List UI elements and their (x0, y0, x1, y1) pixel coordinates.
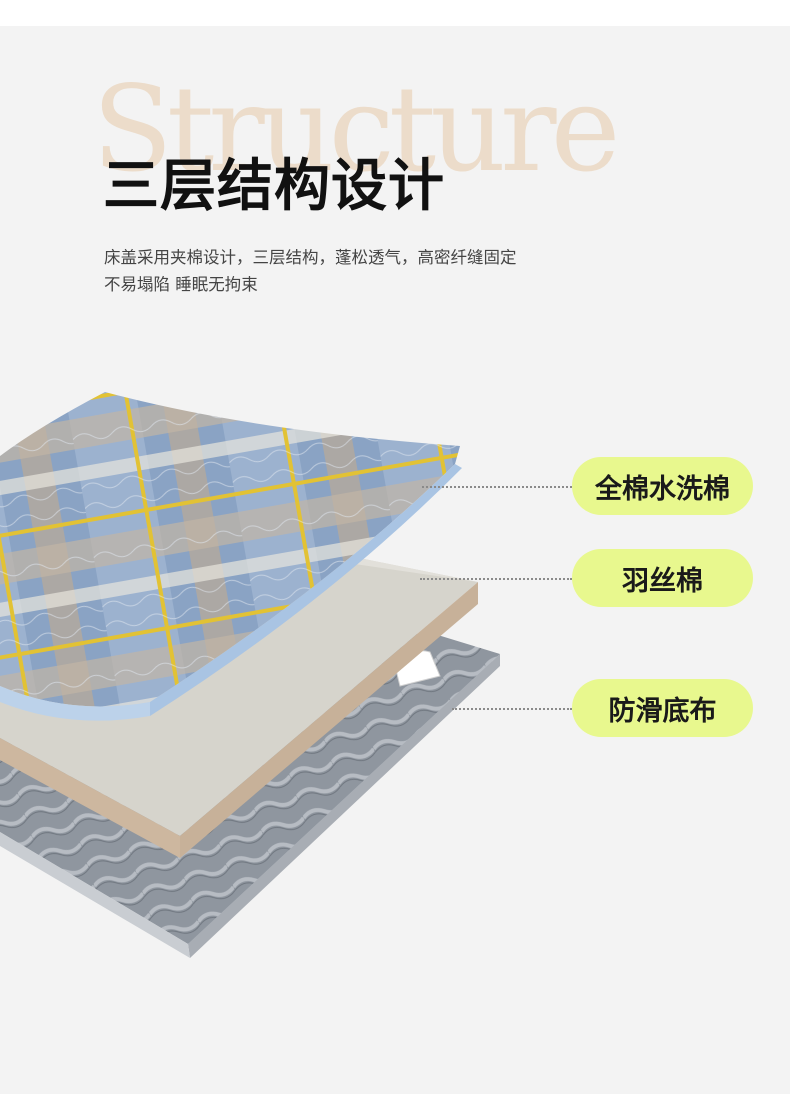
description-line-2: 不易塌陷 睡眠无拘束 (104, 275, 258, 294)
description: 床盖采用夹棉设计，三层结构，蓬松透气，高密纤缝固定 不易塌陷 睡眠无拘束 (104, 244, 664, 298)
leader-line-1 (422, 486, 572, 488)
page-canvas: Structure 三层结构设计 床盖采用夹棉设计，三层结构，蓬松透气，高密纤缝… (0, 26, 790, 1094)
callout-cotton-layer: 全棉水洗棉 (572, 457, 753, 515)
structure-watermark: Structure (92, 60, 620, 198)
top-layer-cotton (0, 392, 462, 721)
callout-anti-slip-layer: 防滑底布 (572, 679, 753, 737)
leader-line-2 (420, 578, 572, 580)
description-line-1: 床盖采用夹棉设计，三层结构，蓬松透气，高密纤缝固定 (104, 248, 517, 267)
leader-line-3 (452, 708, 572, 710)
layer-illustration (0, 392, 500, 958)
page-title: 三层结构设计 (103, 154, 445, 219)
callout-wadding-layer: 羽丝棉 (572, 549, 753, 607)
